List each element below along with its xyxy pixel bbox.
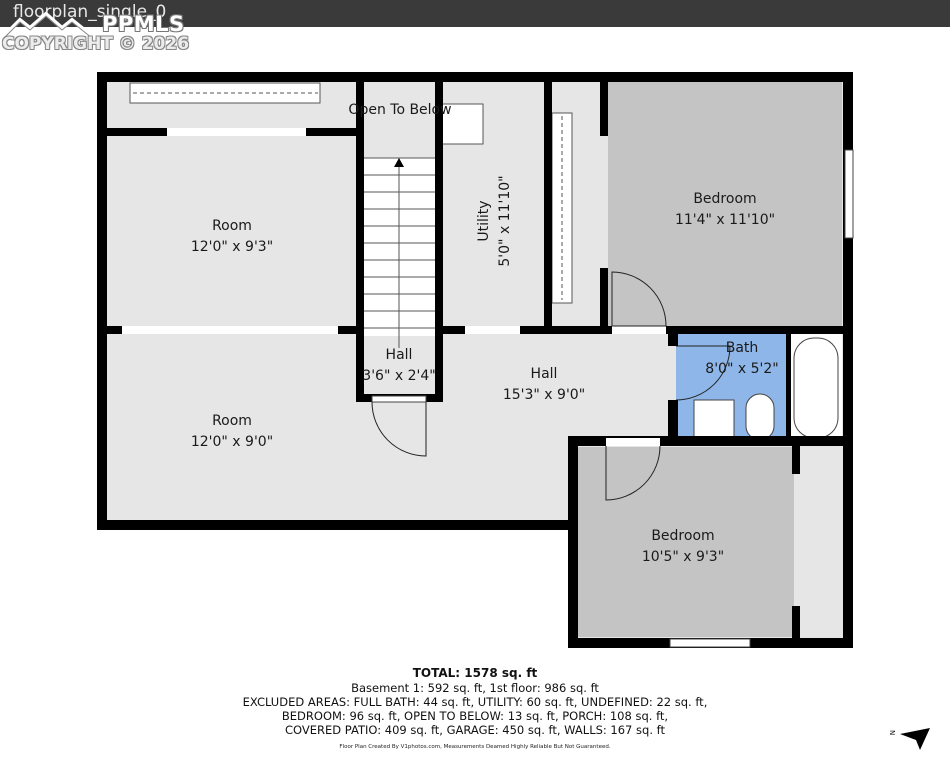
hall-label: Hall 15'3" x 9'0" xyxy=(502,366,586,403)
credit-text: Floor Plan Created By V1photos.com, Meas… xyxy=(339,744,611,750)
title-bar: floorplan_single_0 xyxy=(0,0,950,27)
copyright-text: COPYRIGHT © 2026 xyxy=(2,34,190,54)
svg-text:N: N xyxy=(888,730,896,735)
north-arrow-icon: N xyxy=(888,728,930,750)
floor-plan xyxy=(97,72,854,648)
excluded-areas: EXCLUDED AREAS: FULL BATH: 44 sq. ft, UT… xyxy=(242,695,708,709)
bedroom-1-floor xyxy=(608,82,842,328)
bath-label: Bath 8'0" x 5'2" xyxy=(705,340,779,377)
mountain-logo-icon xyxy=(2,11,94,39)
excluded-areas: COVERED PATIO: 409 sq. ft, GARAGE: 450 s… xyxy=(285,723,665,737)
bedroom-2-floor xyxy=(578,447,794,637)
room-label: Room 12'0" x 9'0" xyxy=(190,413,274,450)
area-breakdown: Basement 1: 592 sq. ft, 1st floor: 986 s… xyxy=(351,681,599,695)
room-label: Room 12'0" x 9'3" xyxy=(190,218,274,255)
total-area: TOTAL: 1578 sq. ft xyxy=(412,666,538,680)
bedroom-label: Bedroom 10'5" x 9'3" xyxy=(641,528,725,565)
utility-label: Utility 5'0" x 11'10" xyxy=(476,175,513,267)
open-to-below-label: Open To Below xyxy=(348,102,452,118)
bedroom-label: Bedroom 11'4" x 11'10" xyxy=(674,191,776,228)
brand-name: PPMLS xyxy=(102,12,185,36)
excluded-areas: BEDROOM: 96 sq. ft, OPEN TO BELOW: 13 sq… xyxy=(281,709,669,723)
stair-hall-label: Hall 3'6" x 2'4" xyxy=(362,347,436,384)
